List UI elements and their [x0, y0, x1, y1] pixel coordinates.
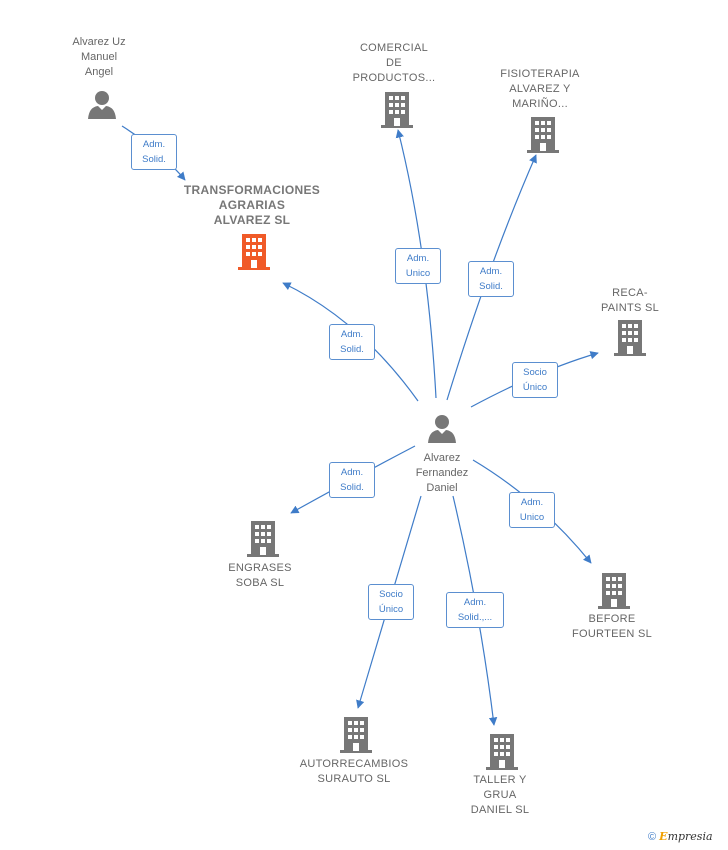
building-icon: [247, 521, 279, 557]
edge-label-daniel-comercial: Adm. Unico: [395, 248, 441, 284]
building-icon: [381, 92, 413, 128]
building-icon: [527, 117, 559, 153]
edge-label-daniel-reca: Socio Único: [512, 362, 558, 398]
node-label-alvarez-uz[interactable]: Alvarez Uz Manuel Angel: [72, 36, 126, 78]
edge-label-daniel-fisioterapia: Adm. Solid.: [468, 261, 514, 297]
node-label-before-fourteen[interactable]: BEFORE FOURTEEN SL: [571, 613, 653, 640]
person-icon: [428, 415, 456, 443]
node-label-reca-paints[interactable]: RECA- PAINTS SL: [600, 287, 660, 314]
building-icon: [486, 734, 518, 770]
copyright-icon: ©: [648, 831, 657, 843]
footer-brand[interactable]: © Empresia: [648, 830, 713, 843]
edge-label-daniel-taller: Adm. Solid.,...: [446, 592, 504, 628]
node-label-comercial[interactable]: COMERCIAL DE PRODUCTOS...: [352, 42, 436, 84]
edge-label-daniel-transformaciones: Adm. Solid.: [329, 324, 375, 360]
edge-label-daniel-autorrecambios: Socio Único: [368, 584, 414, 620]
brand-logo: Empresia: [659, 830, 713, 843]
edge-label-daniel-before: Adm. Unico: [509, 492, 555, 528]
node-label-fisioterapia[interactable]: FISIOTERAPIA ALVAREZ Y MARIÑO...: [500, 68, 580, 110]
node-label-engrases[interactable]: ENGRASES SOBA SL: [228, 562, 292, 589]
node-label-daniel[interactable]: Alvarez Fernandez Daniel: [415, 452, 469, 494]
edge-label-uz-transformaciones: Adm. Solid.: [131, 134, 177, 170]
building-icon-highlighted: [238, 234, 270, 270]
edge-label-daniel-engrases: Adm. Solid.: [329, 462, 375, 498]
building-icon: [614, 320, 646, 356]
node-label-transformaciones[interactable]: TRANSFORMACIONES AGRARIAS ALVAREZ SL: [183, 183, 321, 227]
building-icon: [340, 717, 372, 753]
building-icon: [598, 573, 630, 609]
person-icon: [88, 91, 116, 119]
node-label-taller[interactable]: TALLER Y GRUA DANIEL SL: [470, 774, 530, 816]
node-label-autorrecambios[interactable]: AUTORRECAMBIOS SURAUTO SL: [299, 758, 409, 785]
